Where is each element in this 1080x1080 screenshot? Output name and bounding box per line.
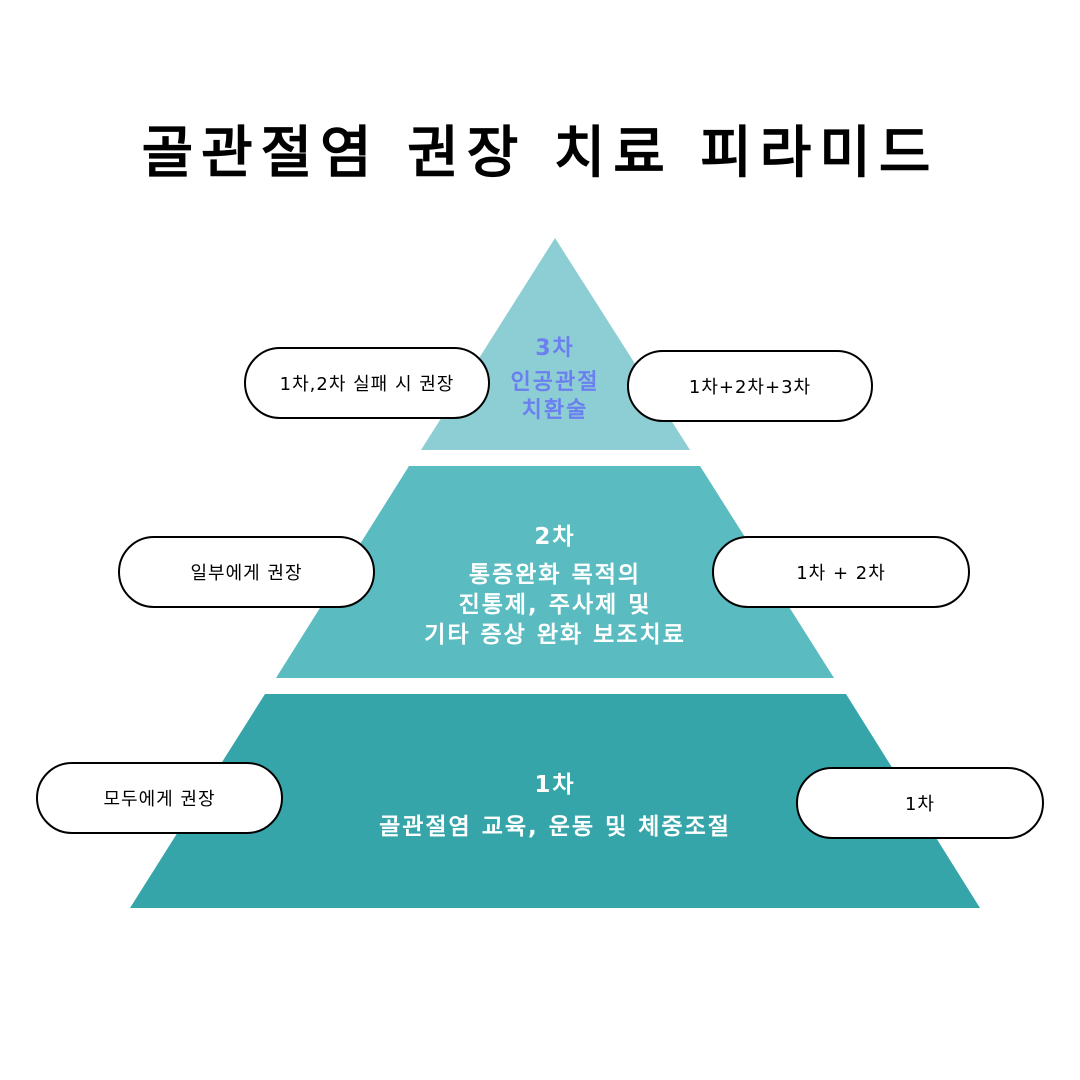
page-title: 골관절염 권장 치료 피라미드 bbox=[141, 121, 939, 186]
left-label-tier-1: 모두에게 권장 bbox=[36, 762, 283, 834]
tier-1-level: 1차 bbox=[534, 772, 576, 798]
pyramid-tier-1 bbox=[130, 694, 980, 908]
tier-1-description: 골관절염 교육, 운동 및 체중조절 bbox=[379, 814, 731, 840]
right-label-tier-1: 1차 bbox=[796, 767, 1044, 839]
tier-2-level: 2차 bbox=[534, 524, 576, 550]
left-label-tier-2: 일부에게 권장 bbox=[118, 536, 375, 608]
right-label-tier-3: 1차+2차+3차 bbox=[627, 350, 873, 422]
pyramid-tier-3 bbox=[421, 238, 690, 450]
tier-2-text: 2차 통증완화 목적의 진통제, 주사제 및 기타 증상 완화 보조치료 bbox=[340, 522, 770, 650]
tier-3-level: 3차 bbox=[535, 336, 575, 361]
tier-3-description: 인공관절 치환술 bbox=[510, 370, 600, 423]
tier-3-text: 3차 인공관절 치환술 bbox=[455, 335, 655, 425]
pyramid-tier-2 bbox=[276, 466, 834, 678]
tier-2-description: 통증완화 목적의 진통제, 주사제 및 기타 증상 완화 보조치료 bbox=[424, 562, 686, 648]
tier-1-text: 1차 골관절염 교육, 운동 및 체중조절 bbox=[260, 770, 850, 842]
left-label-tier-3: 1차,2차 실패 시 권장 bbox=[244, 347, 490, 419]
right-label-tier-2: 1차 + 2차 bbox=[712, 536, 970, 608]
